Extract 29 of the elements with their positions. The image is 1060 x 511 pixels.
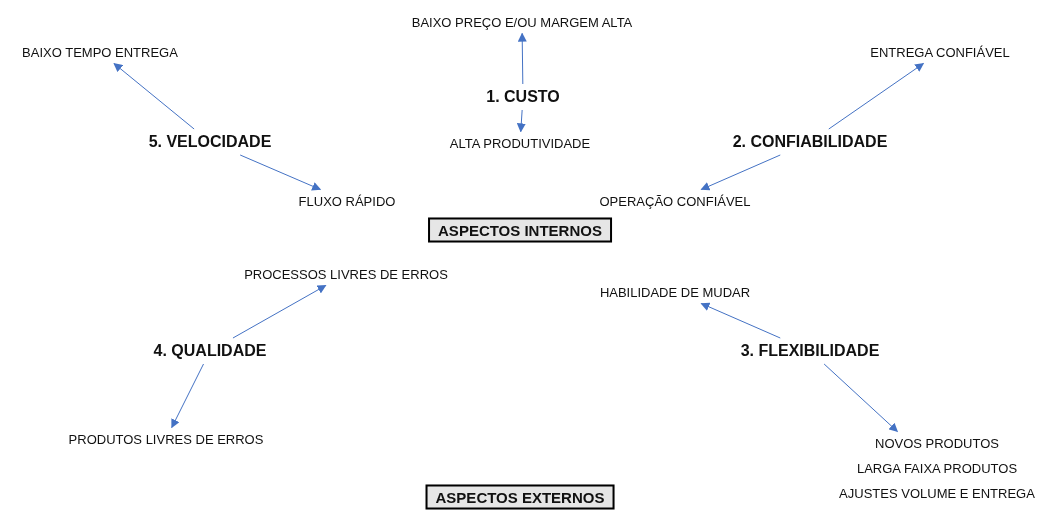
aspect-label: AJUSTES VOLUME E ENTREGA xyxy=(839,485,1035,501)
aspect-label: FLUXO RÁPIDO xyxy=(298,193,396,209)
arrow xyxy=(823,363,899,433)
aspect-label: PRODUTOS LIVRES DE ERROS xyxy=(68,431,264,447)
framed-label: ASPECTOS EXTERNOS xyxy=(425,484,615,510)
aspect-label: OPERAÇÃO CONFIÁVEL xyxy=(599,193,751,209)
category-heading: 5. VELOCIDADE xyxy=(148,133,272,151)
category-heading: 3. FLEXIBILIDADE xyxy=(740,342,880,360)
aspect-label: BAIXO PREÇO E/OU MARGEM ALTA xyxy=(411,14,633,30)
arrow xyxy=(828,63,925,130)
aspect-label: PROCESSOS LIVRES DE ERROS xyxy=(244,266,448,282)
category-heading: 2. CONFIABILIDADE xyxy=(732,133,888,151)
aspect-label: BAIXO TEMPO ENTREGA xyxy=(22,44,178,60)
arrow xyxy=(516,109,526,133)
arrow xyxy=(232,285,327,339)
arrow xyxy=(113,62,195,130)
category-heading: 1. CUSTO xyxy=(486,88,560,106)
arrow xyxy=(700,302,781,339)
arrow xyxy=(239,154,322,191)
aspect-label: NOVOS PRODUTOS xyxy=(874,435,1000,451)
arrow xyxy=(700,154,781,191)
arrow xyxy=(171,363,204,429)
framed-label: ASPECTOS INTERNOS xyxy=(428,217,612,243)
category-heading: 4. QUALIDADE xyxy=(153,342,267,360)
aspect-label: ENTREGA CONFIÁVEL xyxy=(870,44,1010,60)
aspect-label: HABILIDADE DE MUDAR xyxy=(599,284,751,300)
arrow xyxy=(517,32,527,85)
aspect-label: LARGA FAIXA PRODUTOS xyxy=(855,460,1019,476)
aspect-label: ALTA PRODUTIVIDADE xyxy=(449,135,591,151)
